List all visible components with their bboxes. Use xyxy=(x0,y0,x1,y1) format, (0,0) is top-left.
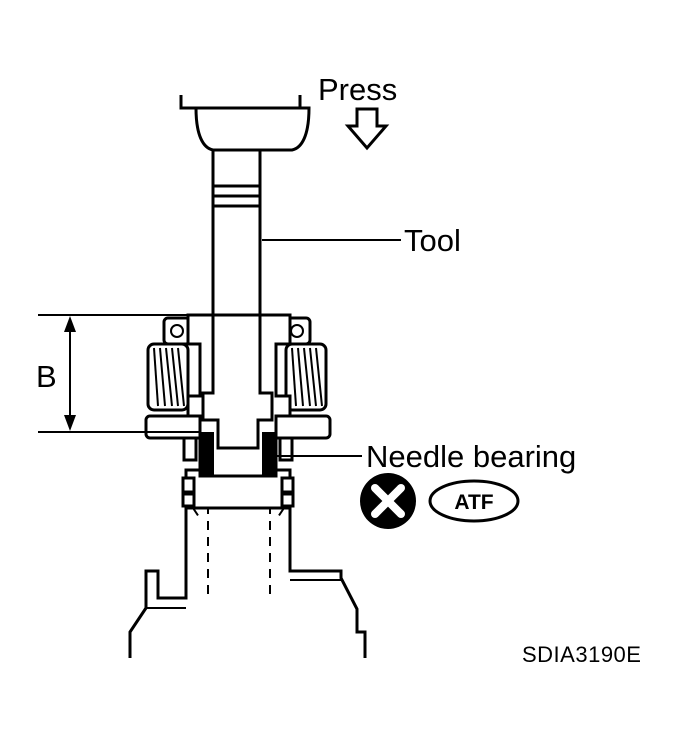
tool-shaft xyxy=(211,148,262,317)
press-head xyxy=(179,95,311,152)
gear-left xyxy=(146,342,190,412)
base-hidden-bore xyxy=(192,505,285,598)
atf-badge: ATF xyxy=(428,479,520,523)
x-circle-icon xyxy=(360,473,416,529)
press-base xyxy=(128,506,367,658)
tool-label: Tool xyxy=(404,223,461,258)
dimension-b xyxy=(38,314,200,433)
needle-bearing-left xyxy=(200,432,214,476)
down-arrow-icon xyxy=(344,107,390,151)
press-label: Press xyxy=(318,72,397,107)
dimension-b-label: B xyxy=(36,359,57,394)
figure-code: SDIA3190E xyxy=(522,642,641,667)
atf-badge-label: ATF xyxy=(454,491,493,514)
needle-bearing-label: Needle bearing xyxy=(366,439,576,474)
needle-bearing-right xyxy=(262,432,276,476)
gear-right xyxy=(284,342,328,412)
